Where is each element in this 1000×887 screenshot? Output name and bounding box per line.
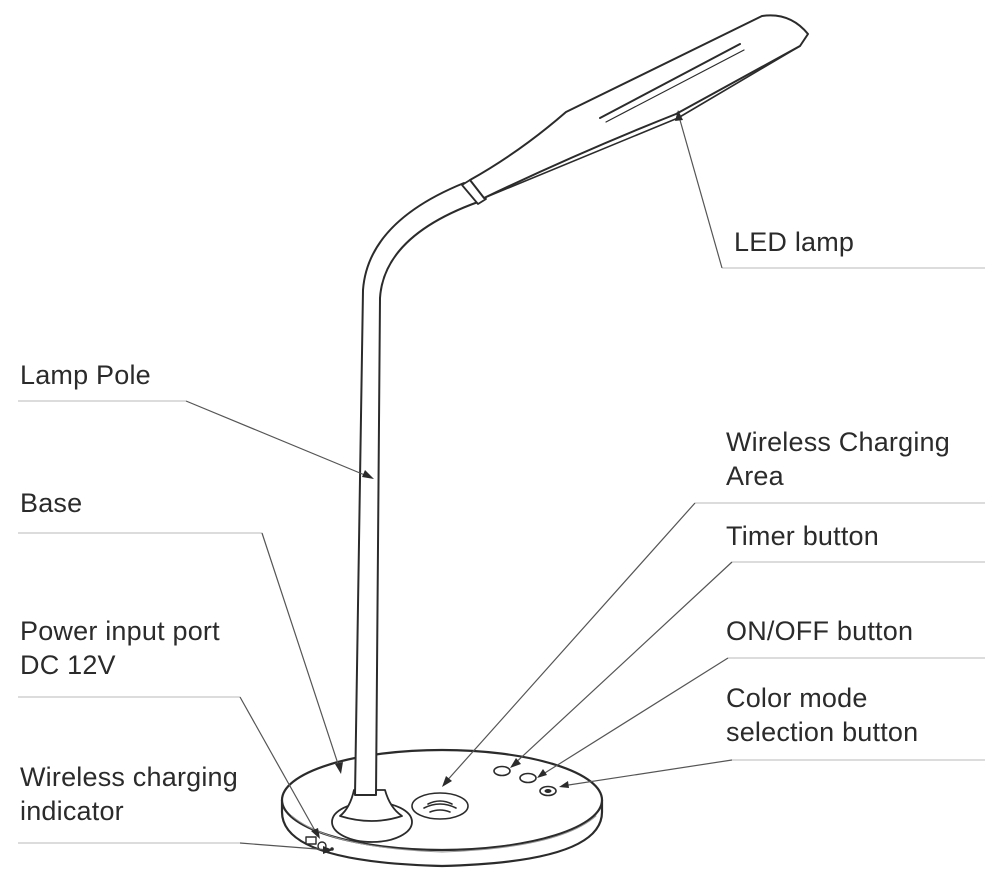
label-power-port-line1: Power input port bbox=[20, 616, 220, 646]
arrow-led-lamp bbox=[675, 110, 683, 121]
arrow-base bbox=[335, 762, 343, 774]
label-led-lamp: LED lamp bbox=[734, 225, 854, 259]
lamp-drawing bbox=[280, 14, 809, 868]
label-lamp-pole: Lamp Pole bbox=[20, 358, 151, 392]
leader-wc-area bbox=[443, 502, 696, 785]
arrow-color-mode bbox=[559, 781, 569, 788]
leader-color-mode bbox=[561, 759, 733, 787]
arrow-lamp-pole bbox=[362, 470, 374, 479]
label-wc-area: Wireless Charging Area bbox=[726, 425, 950, 493]
onoff-button-shape bbox=[519, 772, 537, 784]
label-wc-indicator-line1: Wireless charging bbox=[20, 762, 238, 792]
label-color-mode-line2: selection button bbox=[726, 717, 919, 747]
lamp-pole-shape bbox=[354, 182, 479, 796]
base-top bbox=[280, 748, 604, 852]
power-input-port-shape bbox=[305, 836, 317, 845]
leader-lines bbox=[185, 112, 733, 851]
neck-ring bbox=[461, 179, 487, 205]
timer-button-shape bbox=[493, 765, 511, 777]
leader-timer bbox=[511, 561, 733, 767]
led-strip bbox=[599, 43, 741, 119]
lamp-head-shape bbox=[469, 14, 809, 199]
arrow-timer bbox=[510, 758, 521, 768]
label-wc-area-line1: Wireless Charging bbox=[726, 427, 950, 457]
color-mode-button-dot bbox=[544, 789, 552, 793]
label-timer: Timer button bbox=[726, 519, 879, 553]
leader-power-port bbox=[239, 696, 319, 837]
leader-base bbox=[261, 532, 341, 771]
label-guide-lines bbox=[18, 267, 985, 844]
label-base: Base bbox=[20, 486, 82, 520]
leader-onoff bbox=[539, 657, 729, 777]
wireless-charging-symbol bbox=[411, 792, 469, 820]
label-power-port: Power input port DC 12V bbox=[20, 614, 220, 682]
label-onoff-text: ON/OFF button bbox=[726, 616, 914, 646]
arrow-wc-indicator bbox=[323, 846, 333, 854]
arrow-wc-area bbox=[442, 776, 452, 787]
led-strip-inner bbox=[605, 49, 745, 123]
label-wc-area-line2: Area bbox=[726, 461, 784, 491]
pole-foot bbox=[339, 789, 403, 822]
leader-led-lamp bbox=[677, 112, 723, 269]
leader-wc-indicator bbox=[239, 842, 331, 851]
label-power-port-line2: DC 12V bbox=[20, 650, 116, 680]
label-wc-indicator-line2: indicator bbox=[20, 796, 124, 826]
arrow-onoff bbox=[537, 769, 547, 778]
lamp-head-underside bbox=[483, 45, 801, 199]
base-shading bbox=[291, 815, 597, 853]
leader-arrowheads bbox=[311, 110, 683, 854]
label-onoff: ON/OFF button bbox=[726, 614, 913, 648]
label-color-mode: Color mode selection button bbox=[726, 681, 918, 749]
label-timer-text: Timer button bbox=[726, 521, 879, 551]
label-base-text: Base bbox=[20, 488, 83, 518]
leader-lamp-pole bbox=[185, 400, 373, 479]
label-led-lamp-text: LED lamp bbox=[734, 227, 855, 257]
arrow-power-port bbox=[311, 828, 320, 839]
label-lamp-pole-text: Lamp Pole bbox=[20, 360, 151, 390]
label-color-mode-line1: Color mode bbox=[726, 683, 868, 713]
label-wc-indicator: Wireless charging indicator bbox=[20, 760, 238, 828]
